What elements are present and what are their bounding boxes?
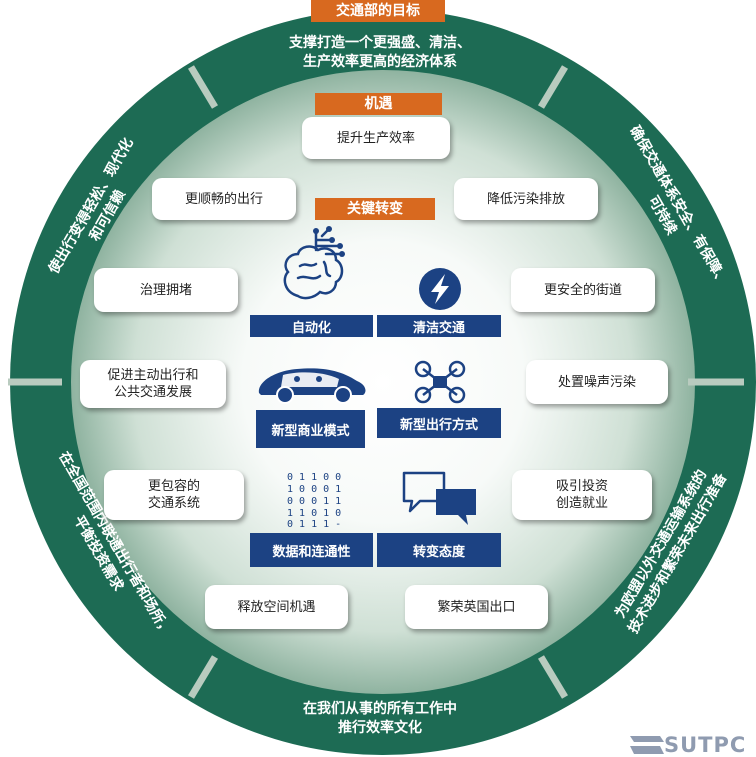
binary-data-icon: 0 1 1 0 0 1 0 0 0 1 0 0 0 1 1 1 1 0 1 0 … [283,469,353,527]
goals-label: 交通部的目标 [311,0,445,22]
transformations-label: 关键转变 [315,198,435,220]
sutpc-logo: SUTPC [630,733,756,757]
goal-stronger-economy: 支撑打造一个更强盛、清洁、 生产效率更高的经济体系 [289,35,471,70]
separator-top-left [187,65,219,109]
transformation-automation: 自动化 [250,315,373,337]
sutpc-logo-icon [630,736,664,754]
transformation-attitude-change: 转变态度 [377,533,501,567]
speech-bubbles-icon [402,471,476,525]
ring-separators [8,65,744,699]
goal-efficiency-culture: 在我们从事的所有工作中 推行效率文化 [303,701,457,736]
binary-line-1: 0 1 1 0 0 [287,472,341,483]
sutpc-logo-text: SUTPC [664,733,747,757]
separator-bottom-left [187,655,219,699]
drone-icon [414,360,466,404]
opportunity-space-release: 释放空间机遇 [205,585,348,629]
opportunity-active-travel: 促进主动出行和 公共交通发展 [80,360,226,408]
opportunity-uk-exports: 繁荣英国出口 [405,585,548,629]
opportunity-reduce-emissions: 降低污染排放 [454,178,598,220]
separator-top-right [537,65,569,109]
lightning-icon [419,268,461,310]
opportunity-congestion: 治理拥堵 [94,268,238,312]
transformation-business-models: 新型商业模式 [256,410,365,448]
opportunity-investment-jobs: 吸引投资 创造就业 [512,470,652,520]
brain-circuit-icon [283,226,345,300]
opportunity-smoother-travel: 更顺畅的出行 [152,178,296,220]
car-icon [258,368,366,404]
opportunity-productivity: 提升生产效率 [302,117,450,159]
binary-line-2: 1 0 0 0 1 [287,484,341,495]
separator-bottom-right [537,655,569,699]
opportunity-inclusive-transport: 更包容的 交通系统 [104,470,244,520]
opportunity-noise-pollution: 处置噪声污染 [526,360,668,404]
inner-disc [71,70,695,694]
binary-line-3: 0 0 0 1 1 [287,496,341,507]
opportunities-label: 机遇 [315,93,442,115]
binary-line-5: 0 1 1 1 - [287,519,341,527]
transformation-clean-transport: 清洁交通 [377,315,501,337]
transformation-new-mobility: 新型出行方式 [377,408,501,438]
transformation-data-connectivity: 数据和连通性 [250,533,373,567]
opportunity-safer-streets: 更安全的街道 [511,268,655,312]
binary-line-4: 1 1 0 1 0 [287,508,341,519]
